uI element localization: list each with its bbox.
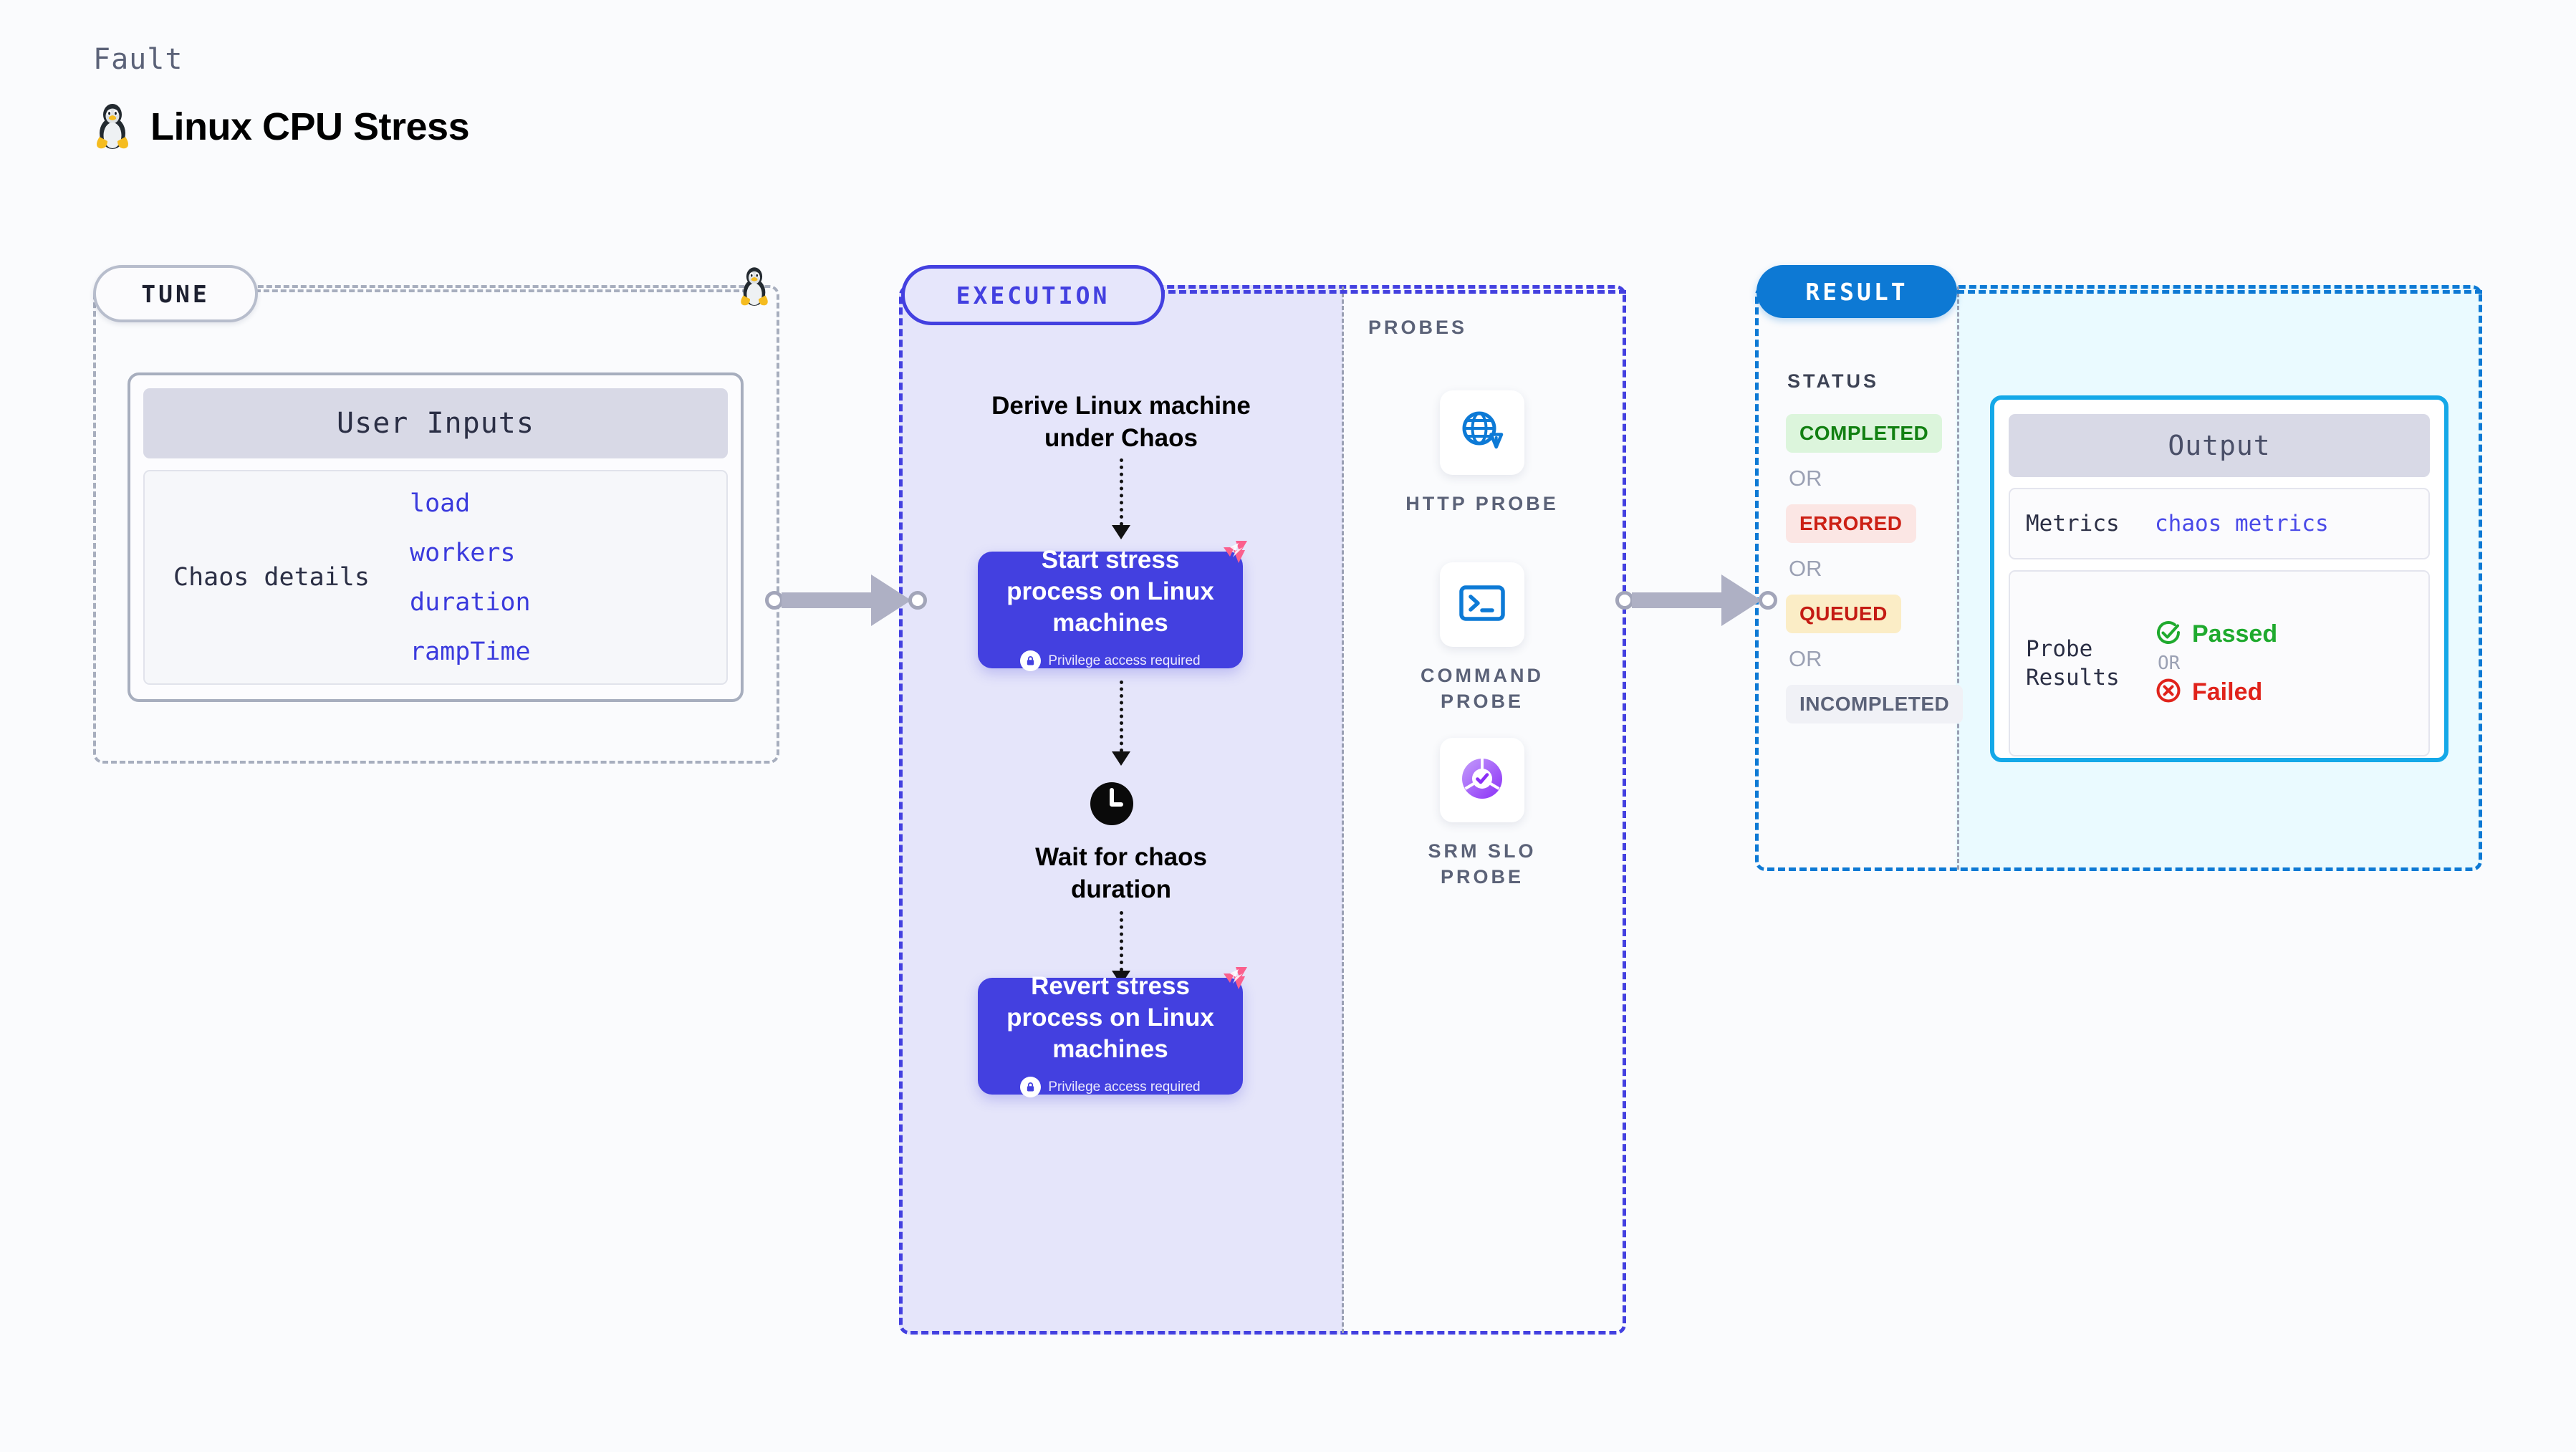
lock-icon: [1020, 1077, 1042, 1098]
linux-tux-icon: [738, 266, 771, 307]
output-header: Output: [2009, 414, 2430, 477]
clock-icon: [1089, 781, 1135, 830]
probe-tile: [1440, 738, 1524, 822]
page-title: Linux CPU Stress: [150, 105, 470, 148]
check-circle-icon: [2155, 619, 2182, 650]
harness-chaos-icon: [1220, 963, 1254, 1001]
chaos-details-label: Chaos details: [173, 563, 370, 592]
result-status-output-divider: [1957, 287, 1959, 870]
probe-result-failed-label: Failed: [2192, 678, 2263, 706]
user-inputs-card: User Inputs Chaos details load workers d…: [128, 372, 744, 702]
page-kicker: Fault: [93, 43, 183, 76]
execution-panel-top-dashed-line: [1158, 290, 1626, 294]
param-ramptime[interactable]: rampTime: [410, 637, 531, 666]
probe-result-or-label: OR: [2158, 653, 2181, 674]
execution-panel: [899, 285, 1626, 1335]
page-title-row: Linux CPU Stress: [93, 103, 470, 150]
probe-result-passed: Passed: [2155, 619, 2277, 650]
linux-tux-icon: [93, 103, 132, 150]
privilege-note-text: Privilege access required: [1048, 1079, 1201, 1095]
result-badge[interactable]: RESULT: [1756, 265, 1957, 318]
page-header: Fault Linux CPU Stress: [93, 43, 470, 150]
user-inputs-body: Chaos details load workers duration ramp…: [143, 470, 728, 685]
user-inputs-header: User Inputs: [143, 388, 728, 458]
probe-tile: [1440, 562, 1524, 647]
tune-panel: [93, 285, 779, 764]
connector-end-dot: [1759, 591, 1777, 610]
metrics-key: Metrics: [2026, 510, 2120, 537]
terminal-icon: [1458, 583, 1506, 627]
x-circle-icon: [2155, 677, 2182, 708]
probe-results-values: Passed OR Failed: [2155, 619, 2277, 708]
probes-section-label: PROBES: [1368, 317, 1468, 338]
status-badge-queued: QUEUED: [1786, 595, 1901, 633]
tune-badge[interactable]: TUNE: [93, 265, 258, 322]
status-or-label: OR: [1789, 556, 1822, 581]
status-or-label: OR: [1789, 466, 1822, 491]
metrics-row: Metrics chaos metrics: [2009, 488, 2430, 559]
connector-shaft: [1632, 592, 1724, 608]
param-workers[interactable]: workers: [410, 538, 516, 567]
probe-result-passed-label: Passed: [2192, 620, 2278, 648]
probe-label: HTTP PROBE: [1405, 493, 1559, 514]
result-panel-top-dashed-line: [1957, 290, 2482, 294]
privilege-note: Privilege access required: [1020, 1077, 1201, 1098]
tune-to-execution-arrow: [765, 574, 927, 626]
lock-icon: [1020, 650, 1042, 672]
probe-http[interactable]: HTTP PROBE: [1396, 390, 1568, 516]
connector-arrowhead: [1721, 574, 1762, 626]
privilege-note: Privilege access required: [1020, 650, 1201, 672]
tune-panel-top-dashed-line: [255, 289, 756, 292]
execution-to-result-arrow: [1615, 574, 1777, 626]
connector-shaft: [782, 592, 873, 608]
execution-badge[interactable]: EXECUTION: [901, 265, 1165, 325]
probe-tile: [1440, 390, 1524, 475]
srm-slo-donut-icon: [1456, 753, 1508, 808]
probe-result-failed: Failed: [2155, 677, 2277, 708]
metrics-value[interactable]: chaos metrics: [2155, 511, 2329, 537]
arrow-derive-to-start: [1112, 458, 1130, 539]
status-badge-incompleted: INCOMPLETED: [1786, 685, 1964, 723]
status-or-label: OR: [1789, 646, 1822, 671]
harness-chaos-icon: [1220, 537, 1254, 575]
status-list: COMPLETED OR ERRORED OR QUEUED OR INCOMP…: [1786, 414, 1964, 723]
privilege-note-text: Privilege access required: [1048, 653, 1201, 668]
status-badge-errored: ERRORED: [1786, 504, 1916, 543]
param-load[interactable]: load: [410, 489, 471, 518]
execution-probes-divider: [1342, 287, 1344, 1333]
param-duration[interactable]: duration: [410, 587, 531, 617]
arrow-start-to-wait: [1112, 681, 1130, 766]
connector-arrowhead: [871, 574, 911, 626]
status-badge-completed: COMPLETED: [1786, 414, 1943, 453]
chaos-parameter-list: load workers duration rampTime: [410, 489, 531, 666]
status-section-label: STATUS: [1787, 370, 1879, 392]
connector-end-dot: [908, 591, 927, 610]
globe-warning-icon: [1458, 407, 1506, 459]
